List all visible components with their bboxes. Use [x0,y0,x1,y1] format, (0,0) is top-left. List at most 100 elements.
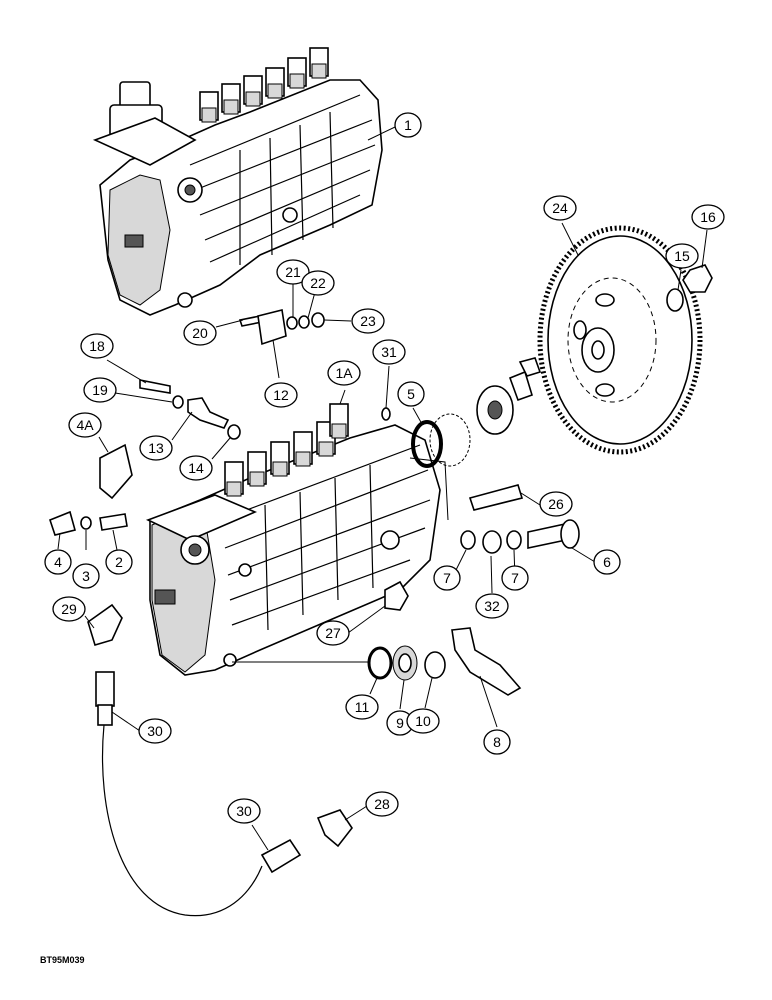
callout-20: 20 [183,320,217,346]
callout-label: 29 [61,601,77,617]
callout-27: 27 [316,620,350,646]
callout-12: 12 [264,382,298,408]
callout-label: 9 [396,715,404,731]
callout-21: 21 [276,259,310,285]
callout-bubble [80,333,114,359]
callout-label: 11 [355,699,370,715]
callout-label: 31 [381,344,397,360]
callout-1: 1 [394,112,422,138]
callout-bubble [316,620,350,646]
callout-bubble [264,382,298,408]
callout-1a: 1A [327,360,361,386]
callout-bubble [543,195,577,221]
callout-23: 23 [351,308,385,334]
callout-bubble [501,565,529,591]
callout-label: 4A [76,417,94,433]
callout-label: 23 [360,313,376,329]
callout-label: 2 [115,554,123,570]
callout-bubble [475,593,509,619]
callout-30b: 30 [227,798,261,824]
callout-label: 5 [407,386,415,402]
callout-11: 11 [345,694,379,720]
callout-28: 28 [365,791,399,817]
callout-bubble [539,491,573,517]
callout-label: 27 [325,625,341,641]
callout-6: 6 [593,549,621,575]
callout-10: 10 [406,708,440,734]
callout-bubble [433,565,461,591]
callout-label: 26 [548,496,564,512]
callout-32: 32 [475,593,509,619]
callout-bubble [345,694,379,720]
callout-2: 2 [105,549,133,575]
callout-5: 5 [397,381,425,407]
callout-label: 18 [89,338,105,354]
callout-label: 7 [511,570,519,586]
callout-bubble [83,377,117,403]
callout-14: 14 [179,455,213,481]
callout-label: 14 [188,460,204,476]
callout-3: 3 [72,563,100,589]
callout-7a: 7 [433,565,461,591]
callout-bubble [365,791,399,817]
callout-label: 1 [404,117,412,133]
callout-bubble [301,270,335,296]
callout-label: 30 [147,723,163,739]
callout-label: 7 [443,570,451,586]
callout-bubble [276,259,310,285]
callout-22: 22 [301,270,335,296]
callout-label: 16 [700,209,716,225]
callout-bubble [183,320,217,346]
callout-bubble [593,549,621,575]
figure-code: BT95M039 [40,955,85,965]
callout-4: 4 [44,549,72,575]
callout-bubble [44,549,72,575]
callout-bubble [72,563,100,589]
callout-bubble [52,596,86,622]
callout-label: 24 [552,200,568,216]
callout-label: 13 [148,440,164,456]
callout-label: 15 [674,248,690,264]
callout-bubble [483,729,511,755]
callout-label: 28 [374,796,390,812]
callout-13: 13 [139,435,173,461]
callout-bubble [105,549,133,575]
injection-pump-upper [92,47,383,316]
callout-30a: 30 [138,718,172,744]
callout-label: 20 [192,325,208,341]
callout-label: 21 [285,264,301,280]
callout-24: 24 [543,195,577,221]
drive-gear [537,225,703,455]
callout-label: 19 [92,382,108,398]
callout-bubble [691,204,725,230]
callout-label: 3 [82,568,90,584]
callout-18: 18 [80,333,114,359]
callout-bubble [139,435,173,461]
callout-label: 30 [236,803,252,819]
callout-29: 29 [52,596,86,622]
callout-bubble [397,381,425,407]
callout-bubble [179,455,213,481]
callout-bubble [394,112,422,138]
callout-label: 4 [54,554,62,570]
gear-hub [429,357,542,467]
injection-pump-lower [145,403,441,676]
callout-bubble [406,708,440,734]
leader-lines [57,126,708,851]
callout-label: 10 [415,713,431,729]
callout-bubble [327,360,361,386]
callout-26: 26 [539,491,573,517]
callout-19: 19 [83,377,117,403]
callout-31: 31 [372,339,406,365]
callout-16: 16 [691,204,725,230]
callout-bubble [138,718,172,744]
callout-8: 8 [483,729,511,755]
callout-bubble [68,412,102,438]
callout-label: 12 [273,387,289,403]
callout-bubble [665,243,699,269]
callout-label: 6 [603,554,611,570]
callout-label: 32 [484,598,500,614]
small-parts [49,264,713,917]
